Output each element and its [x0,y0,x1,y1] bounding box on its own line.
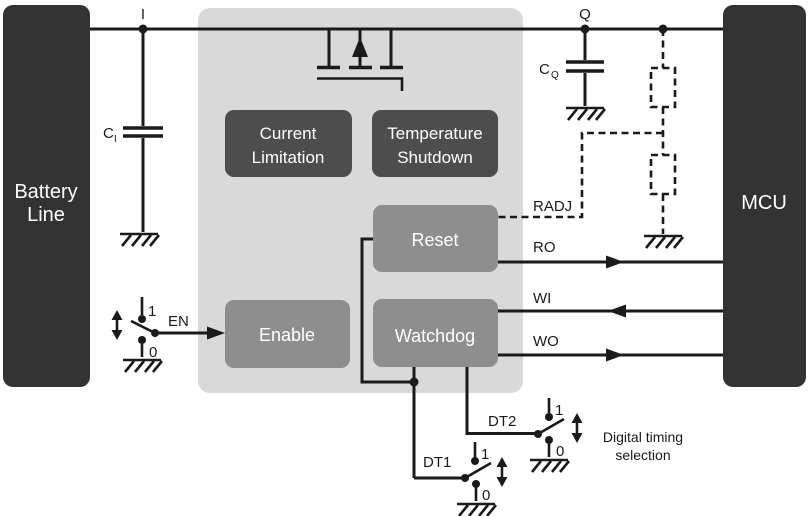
pin-en-label: EN [168,313,189,330]
temperature-shutdown-block [372,110,498,177]
ground-icon [121,358,164,374]
temperature-shutdown-label-2: Shutdown [397,148,473,167]
pin-i-label: I [141,6,145,23]
capacitor-cq-sub: Q [551,70,559,81]
battery-line-label-2: Line [27,204,65,226]
en-switch-pos1-label: 1 [148,303,156,320]
arrow-right-icon [606,255,624,269]
dt2-switch-pos0-label: 0 [556,443,564,460]
watchdog-block [373,299,498,367]
mcu-label: MCU [741,192,787,214]
current-limitation-label-2: Limitation [252,148,325,167]
wi-wire [498,304,723,318]
mosfet-icon [317,29,404,91]
resistor-icon [649,153,677,196]
capacitor-cq [564,29,607,122]
capacitor-ci-label: C [103,125,114,142]
pin-wi-label: WI [533,290,551,307]
watchdog-label: Watchdog [395,326,475,346]
ground-icon [455,502,498,516]
mcu-block [723,5,806,387]
ground-icon [118,232,161,248]
updown-arrow-icon [495,455,509,489]
dt2-switch [528,398,584,474]
capacitor-cq-label: C [539,61,550,78]
ground-icon [528,458,571,474]
pin-q-label: Q [579,6,591,23]
ground-icon [564,106,607,122]
updown-arrow-icon [110,308,124,342]
dt1-switch-pos1-label: 1 [481,446,489,463]
en-switch [110,297,225,374]
pin-radj-label: RADJ [533,198,572,215]
reset-watchdog-junction-wire [360,237,465,480]
battery-line-block [3,5,90,387]
pin-wo-label: WO [533,333,559,350]
arrow-right-icon [207,326,225,340]
reset-label: Reset [411,230,458,250]
reset-block [373,205,498,272]
ic-block [198,8,523,393]
digital-timing-caption-1: Digital timing [603,429,683,445]
arrow-left-icon [608,304,626,318]
enable-label: Enable [259,325,315,345]
arrow-right-icon [606,348,624,362]
en-switch-pos0-label: 0 [149,344,157,361]
updown-arrow-icon [570,411,584,445]
capacitor-ci-sub: I [114,134,117,145]
capacitor-ci [118,29,163,248]
current-limitation-label-1: Current [260,124,317,143]
pin-dt1-label: DT1 [423,454,451,471]
battery-line-label-1: Battery [14,181,77,203]
pin-ro-label: RO [533,239,556,256]
resistor-divider-dashed-wire [498,29,685,250]
ground-icon [642,234,685,250]
resistor-icon [649,66,677,109]
wo-wire [498,348,723,362]
ro-wire [498,255,723,269]
dt1-switch-pos0-label: 0 [482,487,490,504]
dt1-switch [455,442,509,516]
temperature-shutdown-label-1: Temperature [387,124,482,143]
digital-timing-caption-2: selection [615,447,670,463]
enable-block [225,300,350,368]
dt2-switch-pos1-label: 1 [555,402,563,419]
current-limitation-block [225,110,352,177]
pin-dt2-label: DT2 [488,413,516,430]
dt2-wire [465,367,538,435]
